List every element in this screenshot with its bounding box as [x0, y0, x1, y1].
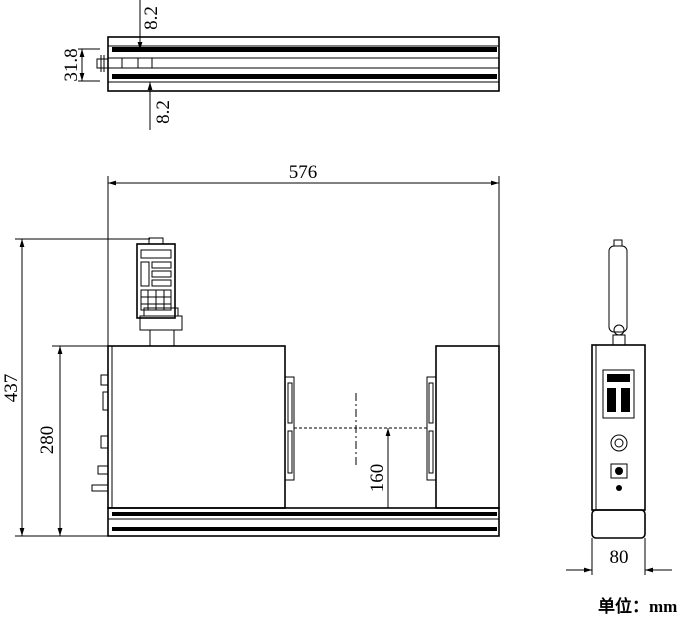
dim-upper-gap: 8.2 [141, 6, 162, 30]
controller-display [140, 249, 172, 259]
side-indicator [616, 485, 622, 491]
side-connector [97, 465, 109, 475]
dim-center-height: 160 [367, 464, 388, 493]
dim-lower-gap: 8.2 [153, 100, 174, 124]
base-rail [107, 507, 500, 537]
dim-top-height: 31.8 [61, 48, 82, 81]
left-lens-upper [287, 382, 293, 424]
base-rail-band [112, 527, 497, 531]
dim-side-width: 80 [610, 547, 629, 568]
side-base [591, 509, 646, 539]
controller-label [151, 279, 172, 287]
side-panel-slot [621, 388, 630, 412]
controller-label [151, 261, 172, 269]
left-sensor-window [284, 376, 295, 481]
right-housing [435, 345, 500, 509]
side-panel [602, 369, 635, 419]
side-antenna-base [612, 334, 626, 346]
side-antenna [608, 245, 628, 333]
side-connector-pin [615, 467, 623, 475]
front-view: 576 437 280 [1, 162, 500, 537]
controller-unit [136, 237, 183, 347]
controller-antenna-cap [148, 237, 164, 245]
side-round-button [610, 434, 628, 452]
unit-label: 单位：mm [598, 596, 677, 616]
base-rail-band [112, 512, 497, 516]
dim-height-body: 280 [37, 426, 58, 455]
left-lens-lower [287, 430, 293, 474]
side-panel-display [607, 374, 630, 382]
side-port [102, 391, 109, 411]
side-button [100, 435, 109, 449]
side-view: 80 [566, 239, 672, 575]
side-round-button-inner [614, 438, 624, 448]
right-sensor-window [426, 376, 437, 481]
top-rail-band-upper [112, 47, 497, 52]
dim-width-total: 576 [289, 162, 318, 183]
side-antenna-tip [613, 239, 623, 247]
side-button [100, 374, 109, 386]
top-view: 31.8 8.2 8.2 [61, 0, 500, 130]
controller-mount [143, 307, 179, 317]
side-panel-slot [607, 388, 616, 412]
right-lens-upper [428, 382, 434, 424]
right-lens-lower [428, 430, 434, 474]
dim-height-total: 437 [1, 374, 22, 403]
left-housing [107, 345, 286, 509]
side-connector [610, 463, 628, 479]
top-rail-band-lower [112, 74, 497, 79]
side-connector [91, 484, 109, 492]
controller-label [151, 270, 172, 278]
controller-panel [140, 261, 150, 287]
top-view-outline [107, 36, 500, 92]
controller-stem [149, 329, 175, 347]
side-antenna-joint [613, 324, 625, 336]
top-connector [96, 58, 109, 69]
